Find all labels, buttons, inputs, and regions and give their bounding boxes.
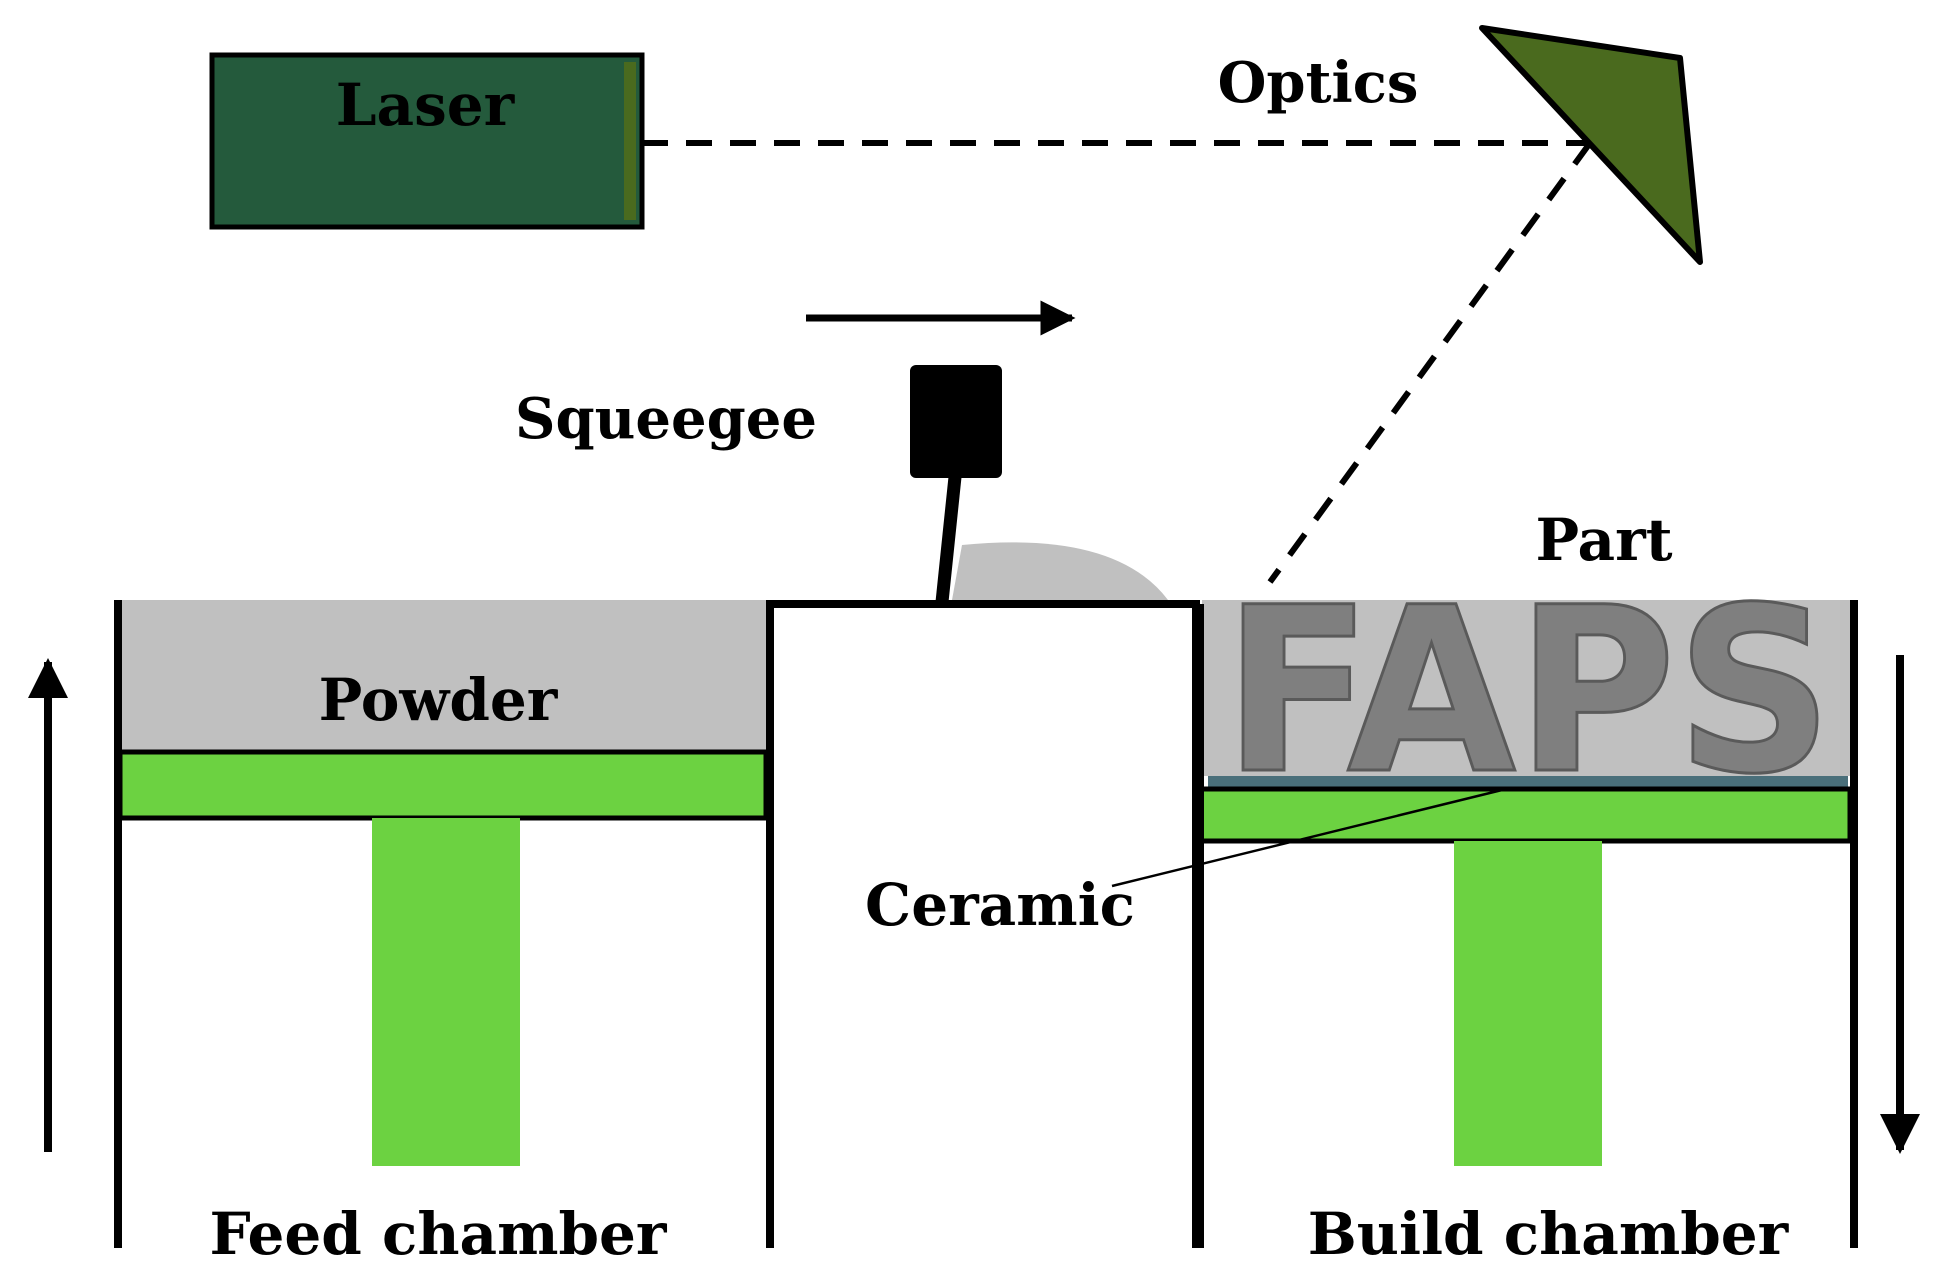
squeegee-head — [910, 365, 1002, 478]
laser-beam-to-part — [1267, 141, 1593, 584]
feed-piston-plate — [117, 749, 769, 821]
feed-piston-rod — [372, 818, 520, 1166]
ceramic-label: Ceramic — [865, 871, 1135, 939]
build-powder-bed — [1202, 600, 1850, 776]
optics-mirror — [1479, 25, 1703, 265]
laser-box — [209, 52, 645, 230]
build-chamber-label: Build chamber — [1308, 1200, 1790, 1268]
optics-label: Optics — [1218, 50, 1419, 116]
feed-powder-bed — [120, 600, 766, 752]
part-label: Part — [1536, 506, 1673, 574]
feed-chamber-label: Feed chamber — [209, 1200, 667, 1268]
spread-powder-mound — [952, 542, 1168, 600]
build-piston-rod — [1454, 841, 1602, 1166]
laser-label: Laser — [336, 71, 516, 139]
squeegee-label: Squeegee — [515, 386, 817, 452]
powder-label: Powder — [319, 666, 559, 734]
ceramic-layer — [1208, 776, 1848, 789]
build-piston-plate — [1197, 786, 1853, 844]
laser-box-edge — [624, 62, 636, 220]
squeegee-blade — [935, 476, 962, 603]
ceramic-leader-line — [1111, 788, 1503, 888]
